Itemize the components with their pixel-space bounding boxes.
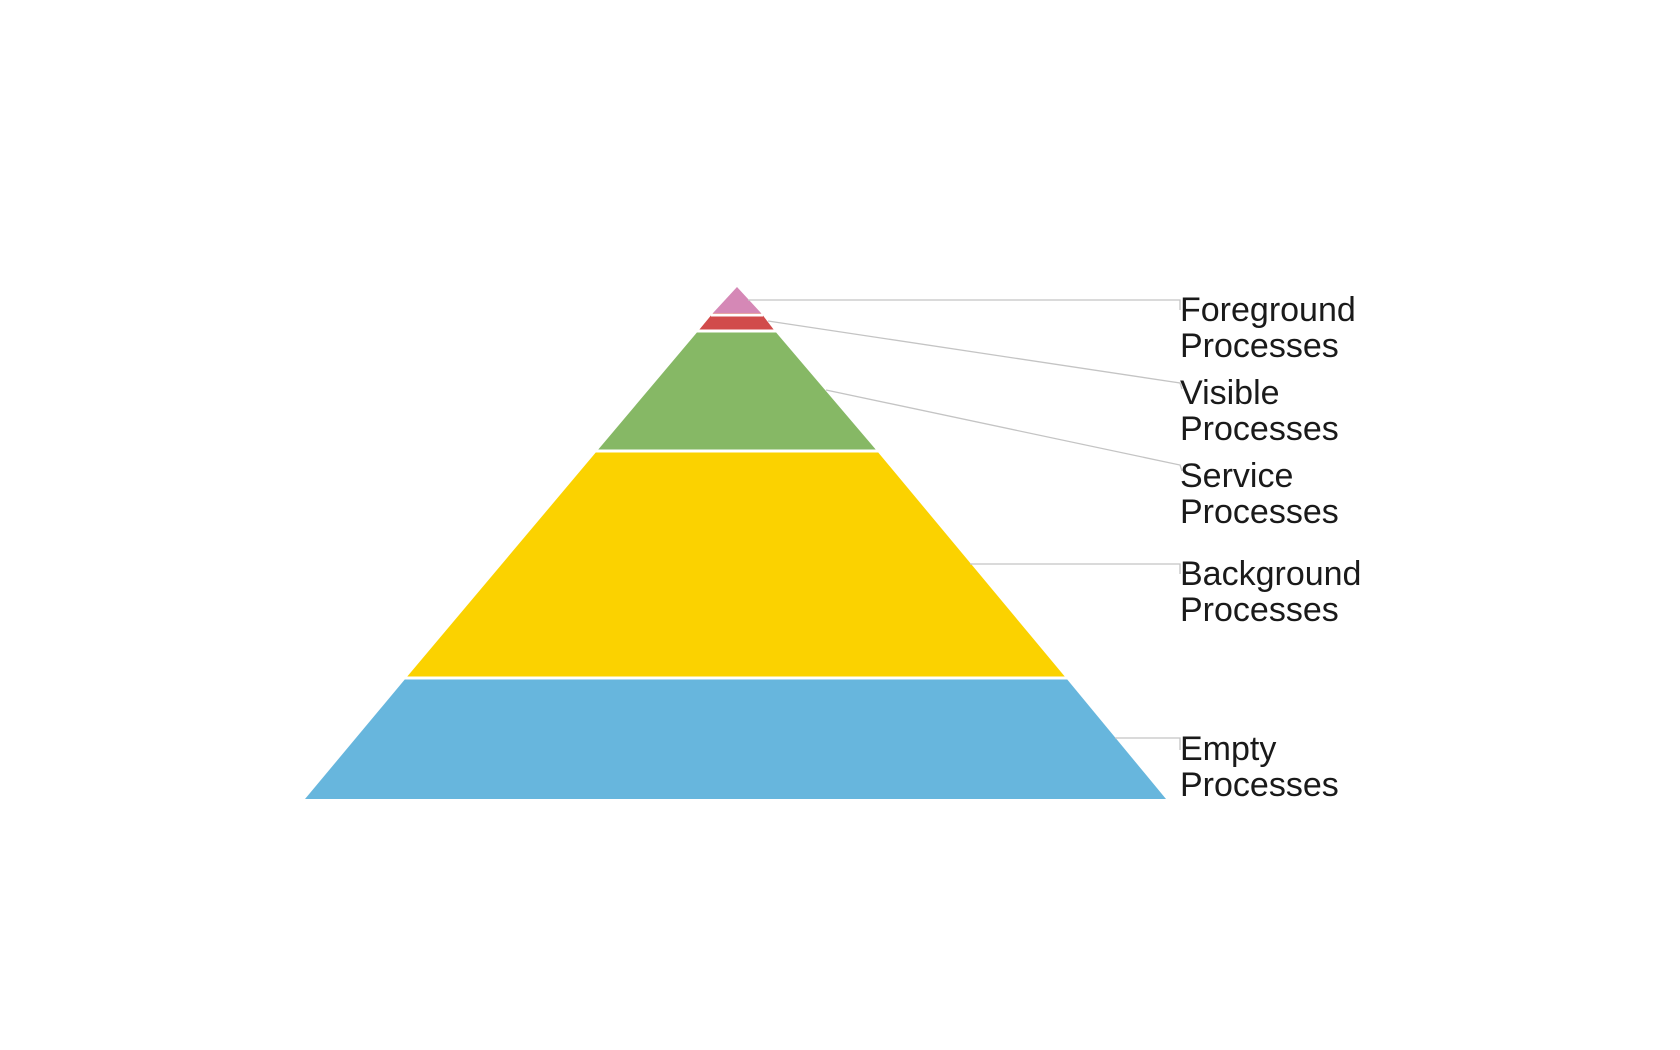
label-service: Service Processes — [1180, 457, 1339, 531]
leader-line-service — [825, 389, 1183, 472]
layer-background-band — [406, 451, 1066, 678]
layer-service-band — [597, 330, 877, 451]
layer-empty-band — [305, 678, 1166, 799]
leader-line-visible — [767, 320, 1183, 390]
label-visible: Visible Processes — [1180, 374, 1339, 448]
layer-visible-band — [699, 313, 774, 330]
layer-foreground-band — [713, 287, 761, 313]
label-empty: Empty Processes — [1180, 730, 1339, 804]
label-background: Background Processes — [1180, 555, 1371, 629]
leader-line-foreground — [748, 299, 1181, 310]
label-foreground: Foreground Processes — [1180, 291, 1365, 365]
leader-line-empty — [1115, 737, 1181, 750]
leader-line-background — [970, 563, 1181, 574]
